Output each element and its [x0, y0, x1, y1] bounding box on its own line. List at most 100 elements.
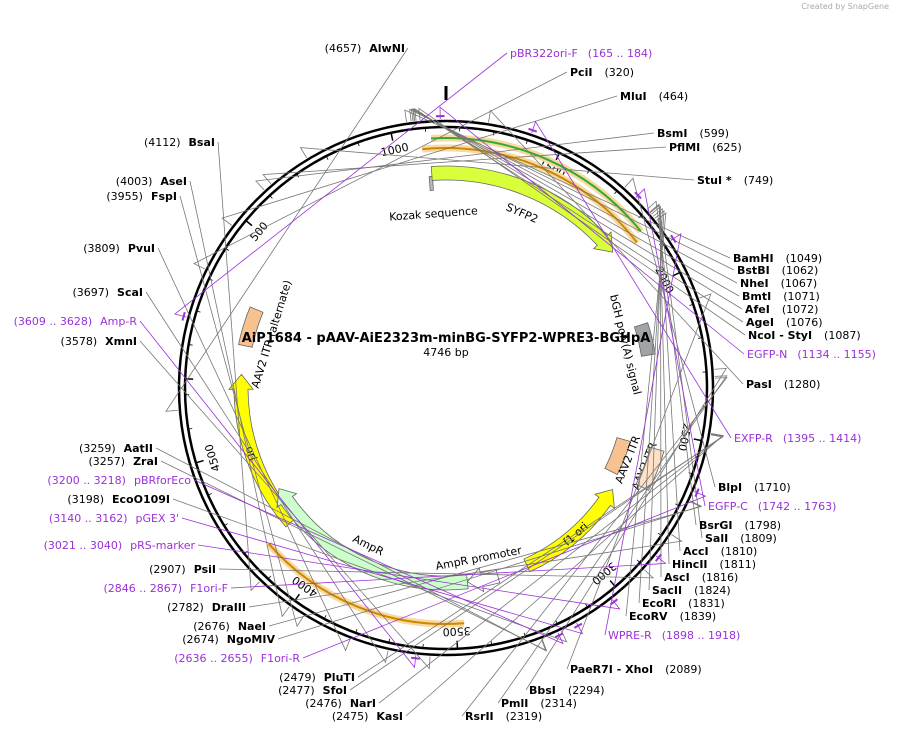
- tick: [188, 344, 193, 346]
- site-location: (3809): [83, 242, 120, 255]
- primer-name: EGFP-C: [708, 500, 748, 513]
- site-location: (2314): [540, 697, 577, 710]
- site-location: (1809): [740, 532, 777, 545]
- enzyme-name: BstBI: [737, 264, 770, 277]
- enzyme-name: AfeI: [745, 303, 770, 316]
- site-location: (2477): [278, 684, 315, 697]
- site-label-bbsi: BbsI(2294): [529, 684, 604, 697]
- site-location: (1280): [784, 378, 821, 391]
- enzyme-name: PciI: [570, 66, 592, 79]
- enzyme-name: PasI: [746, 378, 772, 391]
- site-location: (2294): [568, 684, 605, 697]
- site-label-agei: AgeI(1076): [746, 316, 823, 329]
- enzyme-name: AlwNI: [369, 42, 405, 55]
- enzyme-name: XmnI: [105, 335, 137, 348]
- site-label-ecoo109i: (3198)EcoO109I: [67, 493, 170, 506]
- site-label-ngomiv: (2674)NgoMIV: [182, 633, 275, 646]
- site-location: (1071): [783, 290, 820, 303]
- site-leader: [409, 108, 735, 271]
- tick: [323, 615, 327, 620]
- primer-label-egfp-n: EGFP-N(1134 .. 1155): [747, 348, 876, 361]
- site-location: (1710): [754, 481, 791, 494]
- feature-syfp2: [430, 165, 614, 253]
- enzyme-name: NaeI: [238, 620, 266, 633]
- enzyme-name: StuI *: [697, 174, 732, 187]
- site-location: (3259): [79, 442, 116, 455]
- site-label-pmli: PmlI(2314): [501, 697, 577, 710]
- site-leader: [525, 367, 728, 691]
- site-leader: [497, 375, 728, 704]
- site-leader: [179, 195, 304, 628]
- tick: [492, 131, 495, 136]
- tick-label: 4500: [202, 443, 222, 474]
- tick: [525, 139, 528, 144]
- tick: [267, 575, 272, 580]
- primer-label-amp-r: (3609 .. 3628)Amp-R: [14, 315, 138, 328]
- site-location: (1072): [782, 303, 819, 316]
- site-location: (3697): [72, 286, 109, 299]
- site-location: (2907): [149, 563, 186, 576]
- enzyme-name: SalI: [705, 532, 728, 545]
- site-label-kasi: (2475)KasI: [332, 710, 403, 723]
- primer-mark: [694, 488, 700, 498]
- site-label-alwni: (4657)AlwNI: [325, 42, 405, 55]
- site-location: (3955): [106, 190, 143, 203]
- tick: [693, 438, 702, 442]
- site-label-ecori: EcoRI(1831): [642, 597, 725, 610]
- site-leader: [155, 447, 547, 652]
- enzyme-name: BmtI: [742, 290, 771, 303]
- site-label-ncoi-styi: NcoI - StyI(1087): [748, 329, 861, 342]
- site-location: (1811): [720, 558, 757, 571]
- primer-mark: [181, 311, 186, 321]
- site-leader: [277, 500, 703, 640]
- site-label-pasi: PasI (1280): [746, 378, 820, 391]
- enzyme-name: SacII: [652, 584, 682, 597]
- site-location: (1831): [688, 597, 725, 610]
- site-label-pcii: PciI(320): [570, 66, 634, 79]
- site-leader: [638, 209, 665, 604]
- site-location: (1134 .. 1155): [797, 348, 876, 361]
- site-leader: [139, 340, 431, 670]
- site-label-bstbi: BstBI(1062): [737, 264, 818, 277]
- site-location: (4003): [116, 175, 153, 188]
- primer-mark: [610, 598, 619, 606]
- site-location: (2636 .. 2655): [174, 652, 253, 665]
- site-leader: [349, 433, 724, 691]
- enzyme-name: ScaI: [117, 286, 143, 299]
- site-leader: [649, 204, 670, 565]
- site-leader: [412, 108, 740, 297]
- tick: [390, 132, 394, 141]
- site-location: (2319): [506, 710, 543, 723]
- plasmid-title: AiP1684 - pAAV-AiE2323m-minBG-SYFP2-WPRE…: [242, 331, 651, 346]
- primer-label-pbrforeco: (3200 .. 3218)pBRforEco: [47, 474, 191, 487]
- site-label-nhei: NheI(1067): [740, 277, 817, 290]
- primer-leader: [181, 517, 584, 635]
- site-label-bmti: BmtI (1071): [742, 290, 820, 303]
- site-location: (1076): [786, 316, 823, 329]
- site-label-sali: SalI (1809): [705, 532, 777, 545]
- site-location: (3257): [89, 455, 126, 468]
- enzyme-name: AccI: [683, 545, 709, 558]
- site-location: (4112): [144, 136, 181, 149]
- enzyme-name: MluI: [620, 90, 647, 103]
- site-leader: [262, 146, 667, 184]
- site-location: (165 .. 184): [588, 47, 653, 60]
- primer-name: F1ori-R: [261, 652, 301, 665]
- primer-mark: [528, 127, 538, 133]
- site-leader: [189, 180, 290, 618]
- site-leader: [145, 291, 389, 664]
- site-label-zrai: (3257)ZraI: [89, 455, 159, 468]
- enzyme-name: EcoRV: [629, 610, 668, 623]
- primer-leader: [635, 188, 706, 507]
- site-location: (2846 .. 2867): [104, 582, 183, 595]
- label-leaders: [139, 47, 746, 717]
- primer-mark: [634, 191, 642, 200]
- primer-label-egfp-c: EGFP-C(1742 .. 1763): [708, 500, 836, 513]
- tick: [245, 219, 253, 227]
- site-leader: [414, 107, 744, 323]
- primer-leader: [604, 232, 682, 636]
- tick: [357, 142, 360, 147]
- site-location: (1898 .. 1918): [662, 629, 741, 642]
- primer-mark: [670, 234, 677, 243]
